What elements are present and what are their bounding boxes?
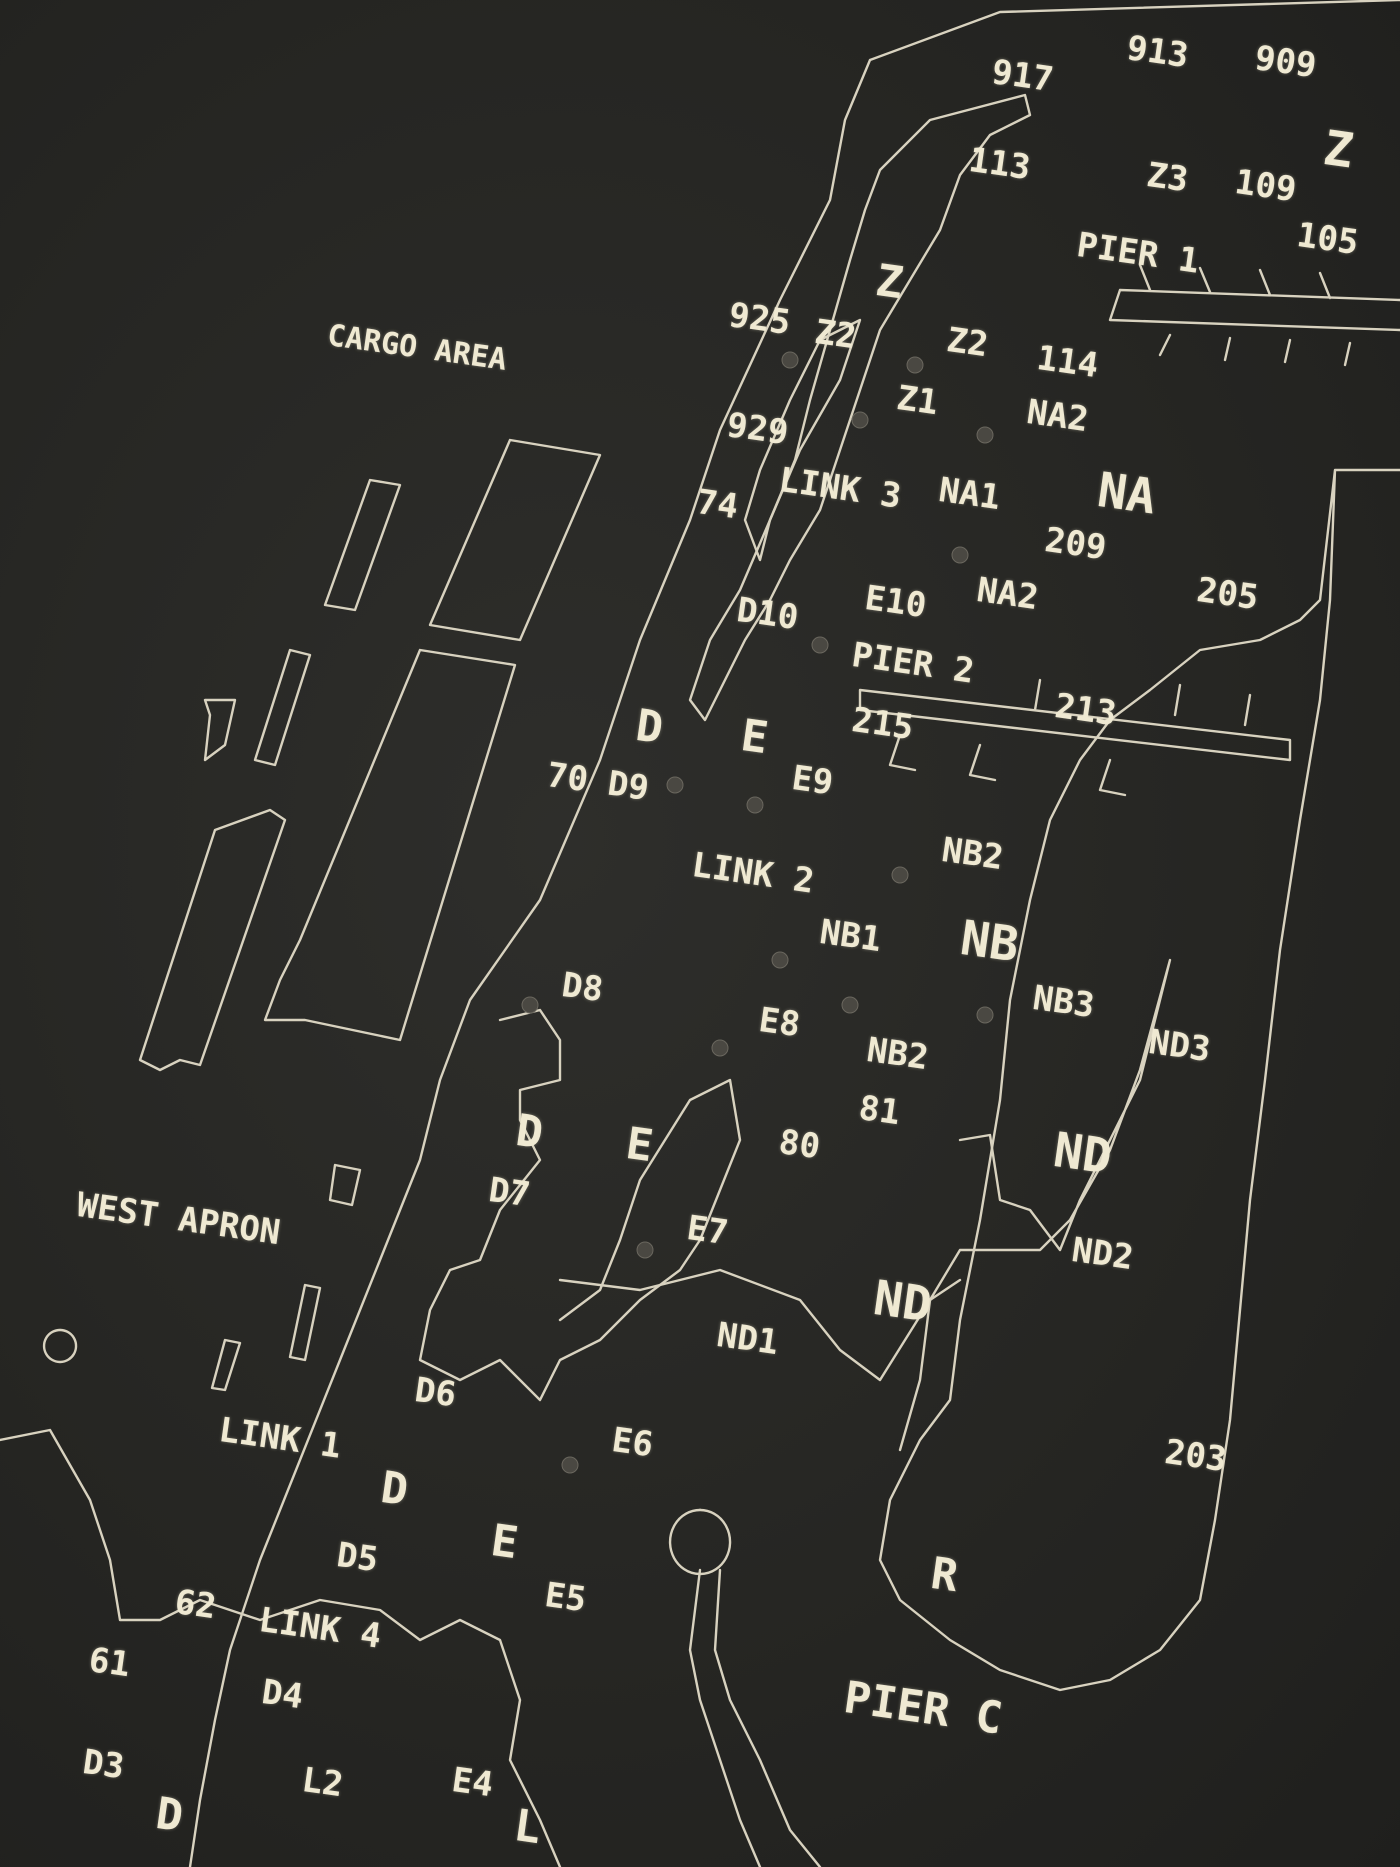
taxiway-na2-a: NA2	[1024, 392, 1091, 441]
cargo-building-4	[253, 648, 312, 767]
taxiway-e5: E5	[542, 1575, 589, 1621]
taxiway-nb2-b: NB2	[864, 1030, 931, 1079]
cargo-building-5	[203, 698, 237, 762]
stand-80: 80	[776, 1122, 823, 1168]
west-apron-box-2	[288, 1283, 322, 1362]
stand-74: 74	[694, 482, 741, 528]
stand-81: 81	[856, 1088, 903, 1134]
taxiway-z2-a: Z2	[812, 312, 859, 358]
taxiway-nd3: ND3	[1146, 1022, 1213, 1071]
cargo-building-1	[323, 478, 402, 612]
taxiway-d5: D5	[334, 1535, 381, 1581]
taxiway-d8: D8	[559, 965, 606, 1011]
area-nd-2: ND	[870, 1270, 936, 1334]
taxiway-nb3: NB3	[1030, 978, 1097, 1027]
taxiway-na2-b: NA2	[974, 570, 1041, 619]
area-na: NA	[1094, 462, 1160, 526]
pier-c-stand	[668, 1508, 822, 1867]
east-concourse-outline	[878, 468, 1400, 1692]
cargo-building-6	[138, 808, 287, 1072]
stand-114: 114	[1034, 338, 1101, 387]
stand-105: 105	[1294, 215, 1361, 264]
stand-62: 62	[172, 1582, 219, 1628]
taxiway-z1: Z1	[894, 378, 941, 424]
stand-61: 61	[86, 1640, 133, 1686]
taxiway-z2-b: Z2	[944, 320, 991, 366]
stand-213: 213	[1052, 686, 1119, 735]
taxiway-e6: E6	[609, 1420, 656, 1466]
stand-203: 203	[1162, 1432, 1229, 1481]
west-apron-box	[328, 1163, 362, 1207]
southwest-outline	[0, 1428, 562, 1867]
stand-925: 925	[726, 295, 793, 344]
taxiway-nb2-a: NB2	[939, 830, 1006, 879]
stand-909: 909	[1252, 38, 1319, 87]
taxiway-e8: E8	[756, 1000, 803, 1046]
terminal-outline	[188, 0, 1400, 1867]
west-apron-box-3	[210, 1338, 242, 1392]
taxiway-d6: D6	[412, 1370, 459, 1416]
taxiway-d4: D4	[259, 1672, 306, 1718]
taxiway-e7: E7	[684, 1208, 731, 1254]
stand-929: 929	[724, 405, 791, 454]
taxiway-nd2: ND2	[1069, 1230, 1136, 1279]
stand-917: 917	[989, 52, 1056, 101]
pier-1-outline	[1108, 263, 1400, 367]
area-nb: NB	[957, 910, 1023, 974]
pier-2-outline	[858, 678, 1292, 797]
stand-209: 209	[1042, 520, 1109, 569]
taxiway-e10: E10	[862, 578, 929, 627]
taxiway-e4: E4	[449, 1760, 496, 1806]
nd1-curve	[558, 1268, 962, 1382]
d-e-concourse	[418, 1008, 742, 1402]
taxiway-na1: NA1	[936, 470, 1003, 519]
taxiway-nb1: NB1	[817, 912, 884, 961]
stand-109: 109	[1232, 162, 1299, 211]
taxiway-z3: Z3	[1144, 155, 1191, 201]
stand-913: 913	[1124, 28, 1191, 77]
pier-z-outline	[688, 93, 1032, 722]
circle-marker	[42, 1328, 78, 1364]
cargo-building-2	[428, 438, 602, 642]
cargo-building-3	[263, 648, 517, 1042]
taxiway-nd1: ND1	[714, 1315, 781, 1364]
area-nd-1: ND	[1050, 1122, 1116, 1186]
parking-dots	[521, 351, 994, 1474]
link-3-wing	[743, 318, 862, 562]
stand-215: 215	[849, 700, 916, 749]
stand-113: 113	[966, 140, 1033, 189]
taxiway-e9: E9	[789, 758, 836, 804]
taxiway-d7: D7	[486, 1170, 533, 1216]
taxiway-l2: L2	[299, 1760, 346, 1806]
stand-205: 205	[1194, 570, 1261, 619]
taxiway-d3: D3	[80, 1742, 127, 1788]
nd-area-outline	[898, 958, 1172, 1452]
taxiway-d10: D10	[734, 590, 801, 639]
